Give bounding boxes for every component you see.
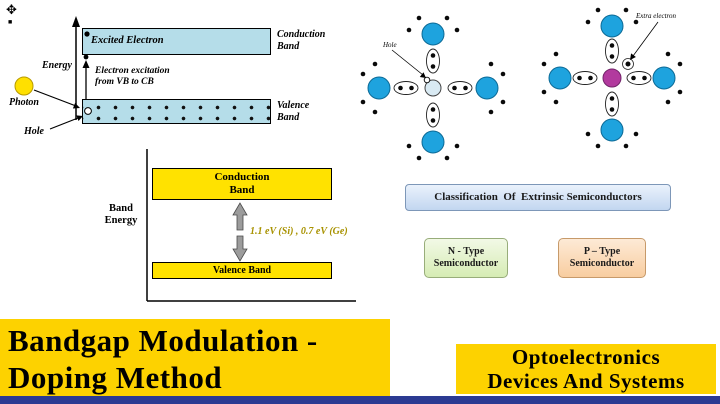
excitation-label: Electron excitation from VB to CB [95,66,170,88]
course-box: Optoelectronics Devices And Systems [456,344,716,394]
energy-axis [72,16,80,120]
extra-electron-marker: Extra electron [622,12,676,70]
excited-electron-band-box: Excited Electron [82,28,271,55]
bandgap-arrows [232,202,248,262]
n-type-card: N - Type Semiconductor [424,238,508,278]
lattice-p-type: Hole [360,15,506,161]
electron-dots [360,15,506,161]
band-energy-label: Band Energy [104,203,138,227]
extra-electron-label: Extra electron [635,12,676,20]
valence-band-yellow-box: Valence Band [152,262,332,279]
hole-label: Hole [24,126,44,137]
slide-title: Bandgap Modulation - Doping Method [8,323,318,395]
excited-electron-label: Excited Electron [91,35,164,47]
classification-title: Classification Of Extrinsic Semiconducto… [405,184,671,211]
title-banner: Bandgap Modulation - Doping Method [0,319,390,396]
bottom-strip [0,396,720,404]
conduction-band-yellow-box: Conduction Band [152,168,332,200]
photon-label: Photon [8,97,39,108]
p-type-card: P – Type Semiconductor [558,238,646,278]
bond-orbitals [393,48,473,128]
silicon-atoms [367,22,499,154]
lattice-hole-circle [423,76,431,84]
energy-axis-label: Energy [42,60,72,71]
course-title: Optoelectronics Devices And Systems [487,345,685,393]
marker-square-icon: ■ [8,18,13,26]
valence-band-label: Valence Band [277,100,310,123]
bond-orbitals [572,38,652,117]
dopant-atom-center [602,68,622,88]
move-icon: ✥ [6,2,17,17]
dopant-atom-center [424,79,442,97]
hole-callout: Hole [382,41,426,78]
excitation-arrow [82,54,90,99]
hole-callout-label: Hole [382,41,397,49]
conduction-band-label: Conduction Band [277,29,326,52]
lattice-n-type: Extra electron [541,7,683,149]
valence-band-box [82,99,271,124]
electron-dots [541,7,683,149]
silicon-atoms [548,14,676,142]
bandgap-value-label: 1.1 eV (Si) , 0.7 eV (Ge) [250,226,348,237]
